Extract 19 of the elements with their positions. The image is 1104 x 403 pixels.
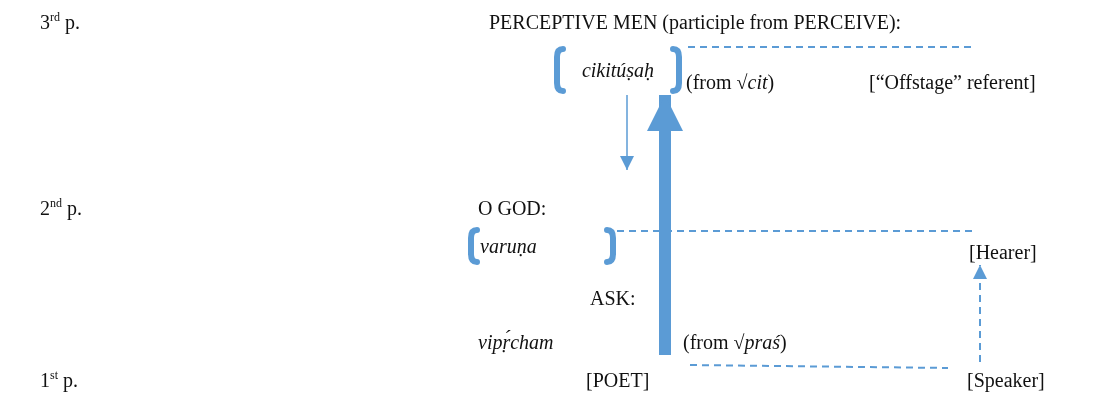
term-text: cikitúṣaḥ [553, 45, 683, 95]
term-text: varuṇa [467, 226, 617, 266]
arrow [973, 264, 987, 363]
label-text: O GOD: [478, 196, 547, 220]
arrow [647, 95, 683, 355]
term-text: [POET] [586, 368, 672, 392]
label-text: 2$^{nd}$ p. [40, 196, 82, 220]
term-text: [Speaker] [967, 368, 1063, 392]
term-text: vipṛ́cham [478, 330, 578, 354]
label-text: (from √praś) [683, 330, 787, 354]
term-text: [Hearer] [969, 240, 1049, 264]
connector-line [689, 364, 949, 369]
label-text: 3$^{rd}$ p. [40, 10, 80, 34]
term-text: [“Offstage” referent] [869, 70, 1084, 94]
label-text: PERCEPTIVE MEN (participle from PERCEIVE): [489, 10, 902, 34]
label-text: (from √cit) [686, 70, 775, 94]
label-text: 1$^{st}$ p. [40, 368, 78, 392]
label-text: ASK: [590, 286, 636, 310]
arrow [620, 94, 634, 171]
